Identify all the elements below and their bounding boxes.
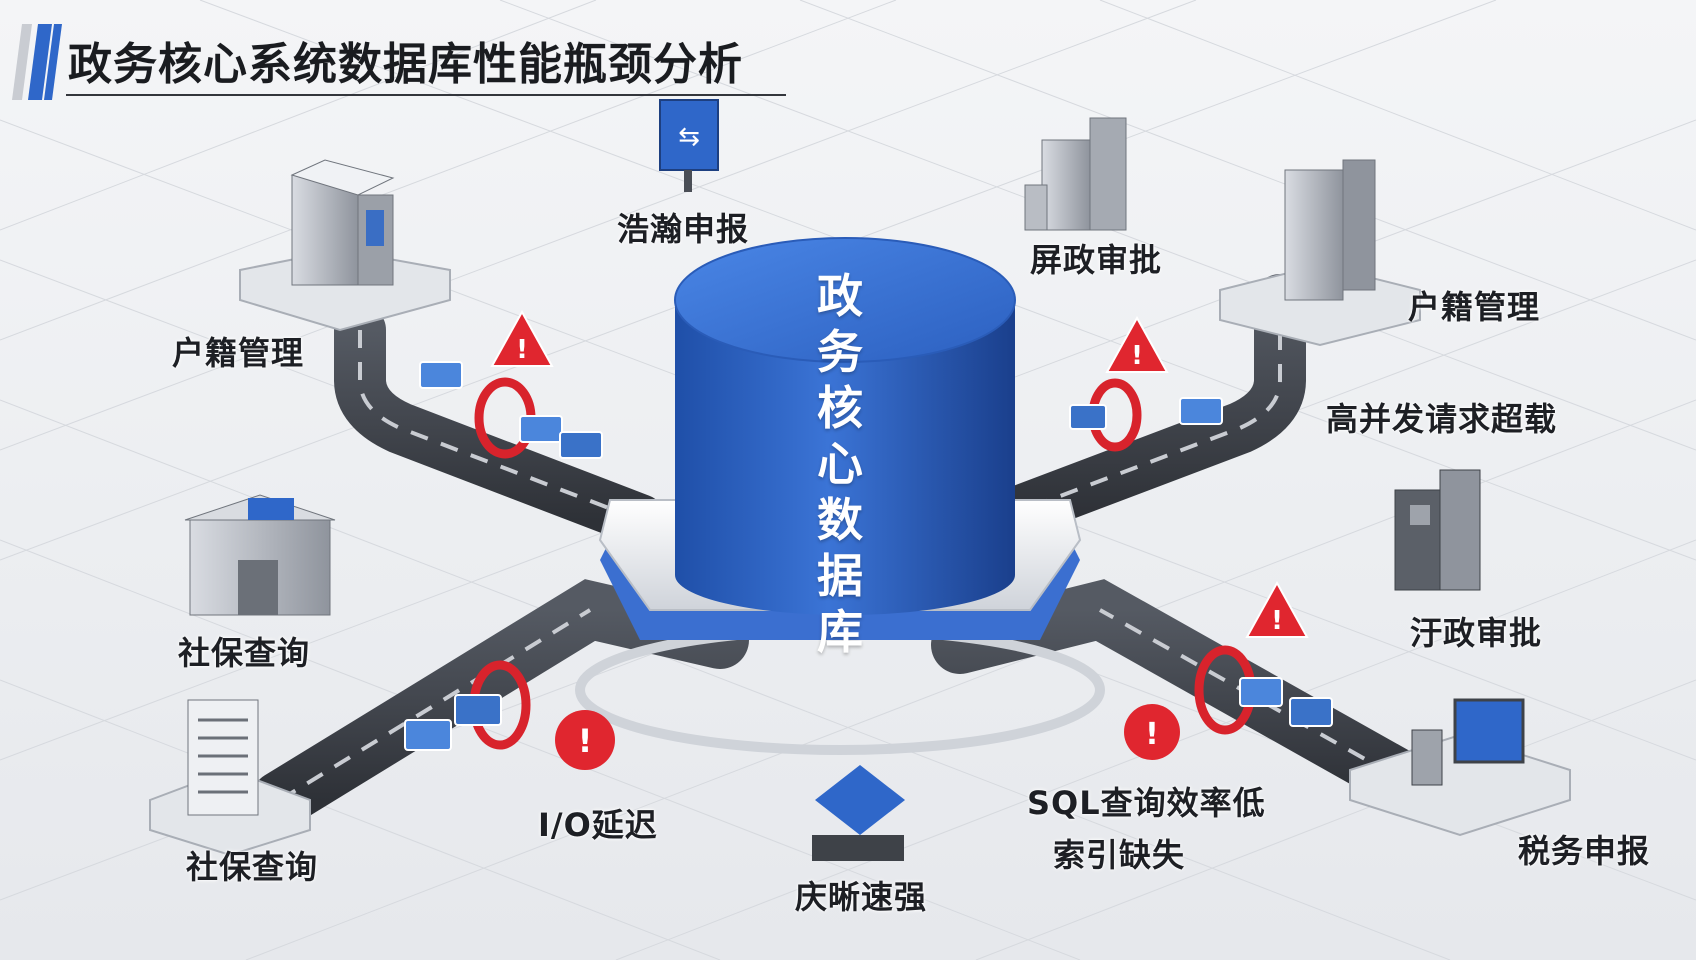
building-icon-right-middle [1394, 469, 1481, 591]
warning-icon-io-latency: ! [555, 710, 615, 770]
label-right-lower: 税务申报 [1518, 832, 1651, 870]
issue-io-latency: I/O延迟 [538, 806, 658, 844]
billboard-icon-top-center: ⇆ [659, 99, 719, 192]
issue-sql-inefficient: SQL查询效率低 [1027, 784, 1266, 822]
label-right-middle: 汙政审批 [1410, 614, 1543, 652]
building-icon-left-middle [184, 494, 336, 616]
label-top-right: 屏政审批 [1030, 241, 1163, 279]
warning-icon-upper-right: ! [1105, 315, 1169, 373]
building-icon-left-upper [239, 159, 451, 332]
warning-icon-upper-left: ! [490, 309, 554, 367]
svg-text:!: ! [1271, 606, 1283, 636]
svg-text:⇆: ⇆ [678, 122, 700, 152]
label-bottom-center: 庆晰速强 [795, 878, 928, 916]
svg-text:!: ! [578, 722, 593, 760]
data-packets [404, 361, 1333, 751]
title-accent-bars [12, 24, 62, 100]
warning-icon-right-middle: ! [1245, 580, 1309, 638]
issue-missing-index: 索引缺失 [1053, 836, 1186, 874]
warning-icon-sql: ! [1124, 704, 1180, 760]
label-left-middle: 社保查询 [178, 634, 311, 672]
database-cylinder [674, 237, 1016, 615]
title-underline [66, 94, 786, 96]
issue-high-concurrency: 高并发请求超载 [1326, 400, 1558, 438]
label-right-upper: 户籍管理 [1408, 288, 1541, 326]
label-left-upper: 户籍管理 [172, 334, 305, 372]
building-icon-right-upper [1219, 159, 1421, 347]
svg-text:!: ! [1145, 717, 1159, 752]
svg-text:!: ! [516, 335, 528, 365]
building-icon-left-lower [149, 699, 311, 857]
title-banner: 政务核心系统数据库性能瓶颈分析 [8, 14, 788, 100]
label-top-center: 浩瀚申报 [617, 210, 750, 248]
page-title: 政务核心系统数据库性能瓶颈分析 [68, 39, 743, 90]
svg-text:!: ! [1131, 341, 1143, 371]
label-left-lower: 社保查询 [186, 848, 319, 886]
building-icon-top-right [1024, 117, 1127, 231]
stamp-icon-bottom-center [812, 765, 905, 861]
database-label: 政务核心数据库 [817, 269, 863, 659]
computer-icon-right-lower [1349, 698, 1571, 837]
